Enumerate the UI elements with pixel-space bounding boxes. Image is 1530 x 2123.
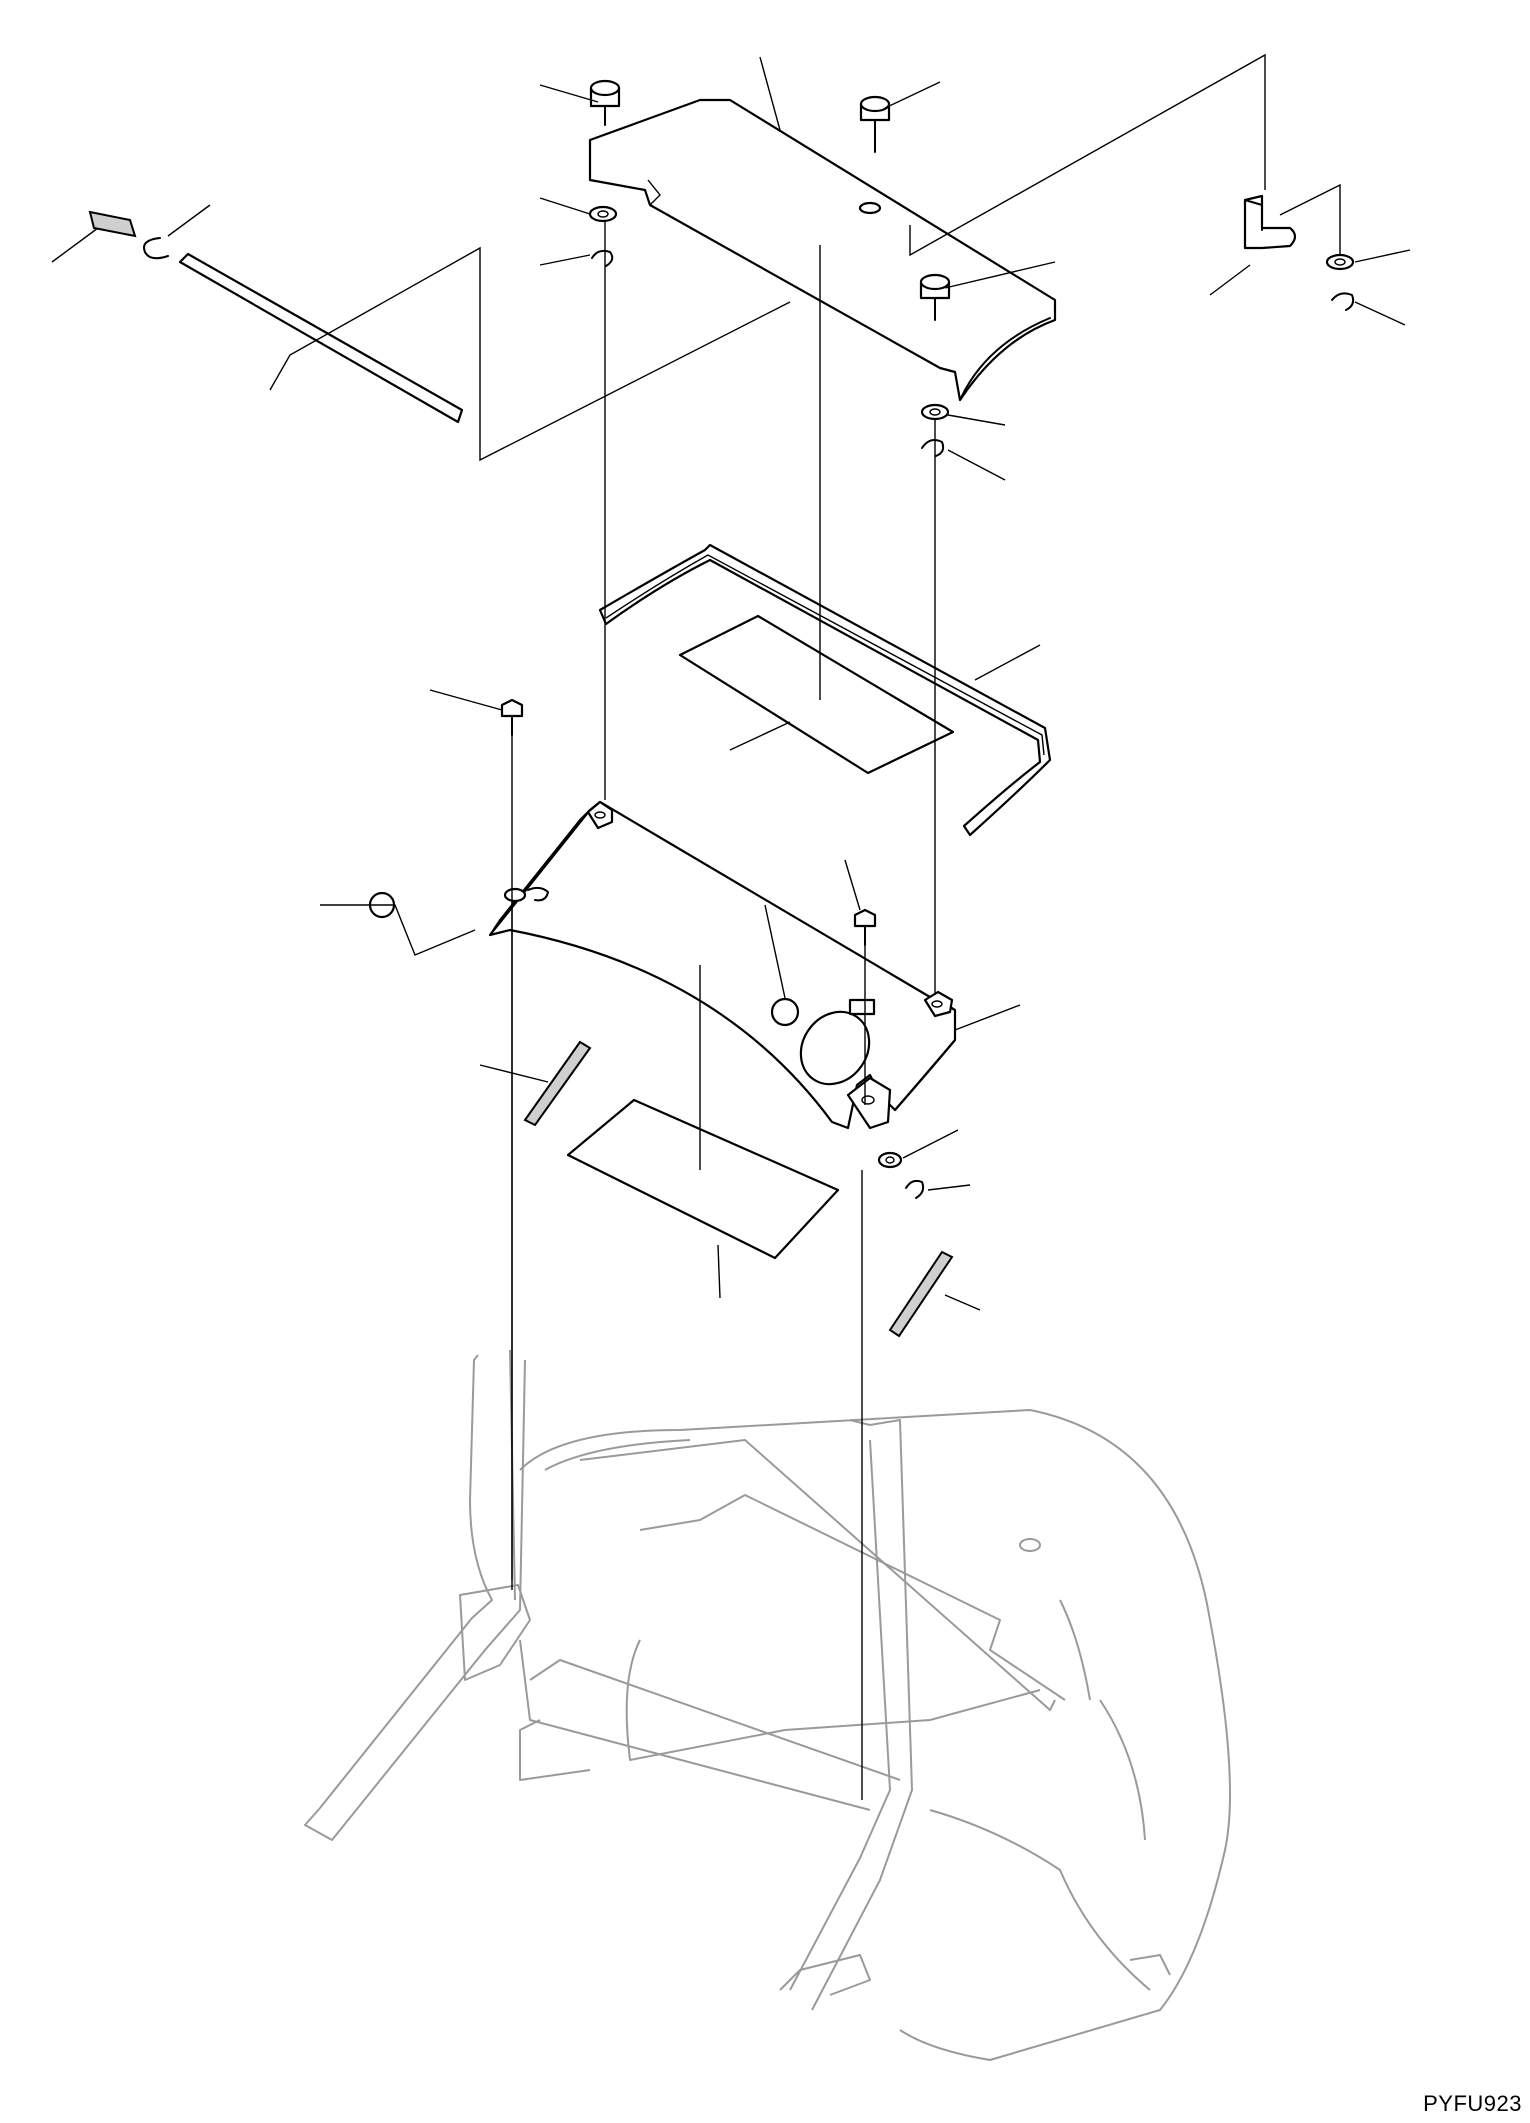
washer-left-top: [588, 205, 618, 223]
cab-frame: [304, 1349, 1231, 2061]
dome-light-housing: [799, 998, 876, 1086]
rubber-strip-left: [523, 1040, 592, 1127]
washer-right-top: [920, 403, 950, 421]
hook-bracket: [1243, 194, 1297, 250]
seal-frame: [598, 543, 1052, 837]
u-clip-top-left: [143, 237, 169, 260]
mount-nut-left: [503, 886, 549, 903]
washer-lower-right: [877, 1151, 903, 1169]
bolt-center: [853, 908, 877, 946]
knob-fastener-left: [589, 79, 621, 126]
clip-lower-right: [905, 1179, 925, 1199]
rubber-tab-top-left: [88, 210, 137, 238]
corner-bracket-lower: [846, 1076, 892, 1130]
insulation-mat-upper: [678, 614, 955, 775]
drawing-id-label: PYFU923: [1423, 2091, 1522, 2116]
insulation-mat-lower: [566, 1098, 840, 1260]
bolt-left: [500, 698, 524, 736]
mount-tab-right: [923, 990, 954, 1018]
mount-tab-left: [586, 800, 614, 830]
clip-right-top: [921, 439, 945, 457]
washer-far-right: [1325, 253, 1355, 271]
knob-fastener-middle: [859, 95, 891, 153]
top-cover-panel: [588, 98, 1057, 402]
round-plug-center: [770, 997, 800, 1027]
rubber-strip-right: [888, 1250, 954, 1338]
panel-hole: [858, 201, 882, 215]
clip-left-top: [591, 249, 614, 267]
leader-lines: [51, 53, 1411, 1800]
knob-fastener-right: [919, 273, 951, 321]
clip-far-right: [1331, 292, 1355, 311]
